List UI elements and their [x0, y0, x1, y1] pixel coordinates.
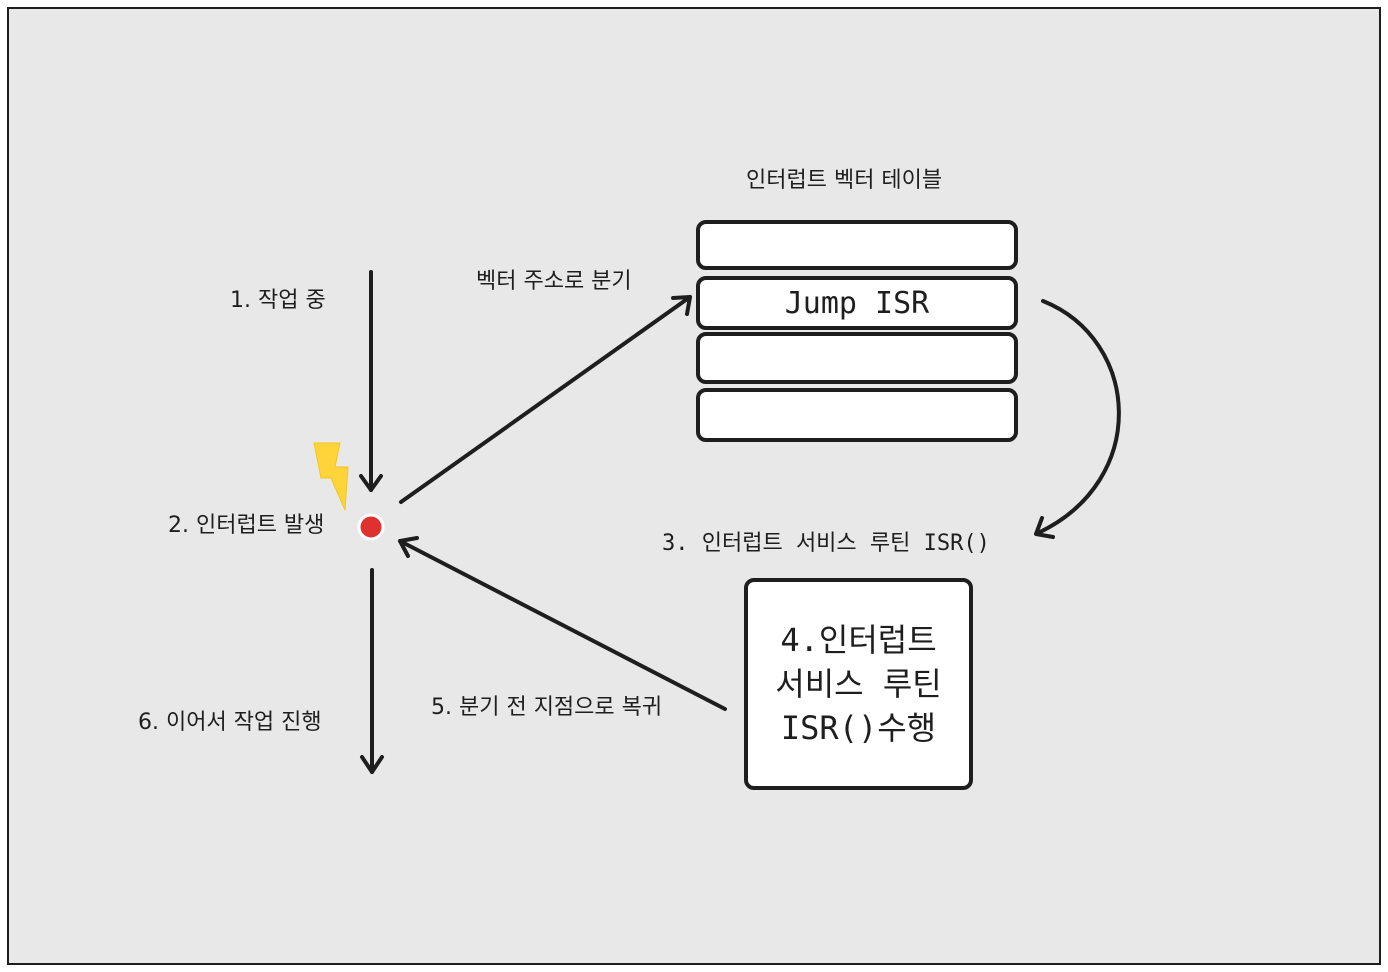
vector-table-row-4 — [696, 388, 1018, 442]
vector-table-row-3 — [696, 332, 1018, 384]
step-3-label: 3. 인터럽트 서비스 루틴 ISR() — [662, 531, 990, 556]
step-1-label: 1. 작업 중 — [230, 288, 326, 313]
arrow-working-down-head — [359, 474, 383, 492]
interrupt-point-dot — [357, 513, 385, 541]
arrow-jump-to-isr — [1036, 299, 1121, 535]
arrow-continue-down-head — [360, 755, 384, 774]
vector-table-row-2-text: Jump ISR — [784, 285, 930, 321]
vector-table-row-4-text — [700, 392, 1014, 438]
lightning-bolt-icon — [313, 442, 349, 511]
step-5-label: 5. 분기 전 지점으로 복귀 — [431, 695, 663, 720]
isr-box-line-2: 서비스 루틴 — [775, 665, 942, 703]
isr-execution-box: 4.인터럽트 서비스 루틴 ISR()수행 — [744, 578, 973, 790]
canvas-background — [7, 7, 1381, 965]
step-2-label: 2. 인터럽트 발생 — [168, 513, 325, 538]
branch-label: 벡터 주소로 분기 — [476, 269, 632, 294]
arrow-jump-to-isr-head — [1034, 516, 1055, 539]
isr-box-line-1: 4.인터럽트 — [780, 621, 937, 659]
step-6-label: 6. 이어서 작업 진행 — [138, 710, 322, 735]
vector-table-row-jump-isr: Jump ISR — [696, 276, 1018, 330]
arrow-branch-to-table — [399, 295, 692, 504]
vector-table-row-3-text — [700, 336, 1014, 380]
arrow-return-head — [398, 536, 419, 558]
vector-table-row-1 — [696, 220, 1018, 270]
isr-box-line-3: ISR()수행 — [780, 709, 937, 747]
arrow-branch-to-table-head — [671, 295, 692, 316]
vector-table-title: 인터럽트 벡터 테이블 — [746, 168, 943, 193]
vector-table-row-1-text — [700, 224, 1014, 266]
arrow-return — [398, 539, 727, 711]
